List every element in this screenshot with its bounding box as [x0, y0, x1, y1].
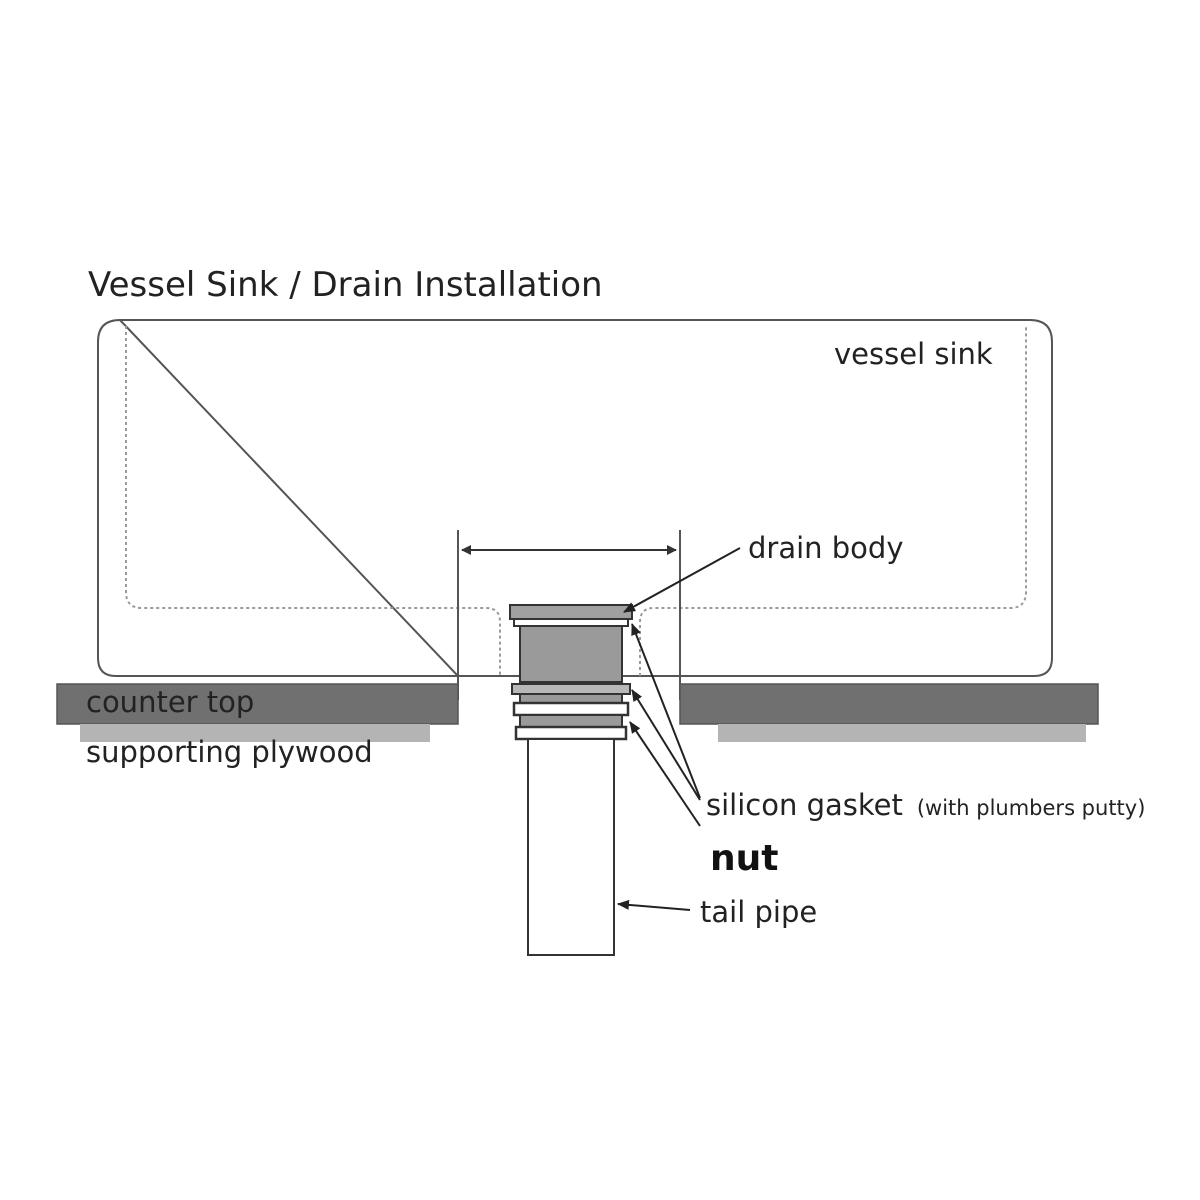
lower-gasket — [511, 683, 631, 695]
counter-top-left — [56, 683, 459, 725]
nut-leader — [629, 721, 701, 827]
nut-label: nut — [710, 838, 778, 879]
silicon-gasket-label: silicon gasket — [706, 788, 903, 822]
counter-top-label: counter top — [86, 685, 254, 719]
drain-body-leader — [623, 547, 741, 613]
vessel-sink-outline — [97, 318, 1053, 677]
supporting-plywood-label: supporting plywood — [86, 735, 373, 769]
silicon-gasket-note: (with plumbers putty) — [917, 796, 1146, 820]
supporting-plywood-right — [718, 724, 1086, 742]
tail-pipe-leader — [617, 899, 691, 911]
nut-bottom — [514, 725, 628, 741]
silicon-gasket-label-group: silicon gasket (with plumbers putty) — [706, 788, 1145, 822]
vessel-sink-label: vessel sink — [834, 337, 993, 371]
tail-pipe-label: tail pipe — [700, 895, 817, 929]
tail-pipe — [527, 738, 615, 956]
diagram-title: Vessel Sink / Drain Installation — [88, 265, 603, 305]
drain-body-flange — [509, 604, 633, 620]
vessel-sink-inner-bowl — [125, 326, 1027, 676]
nut-ring-lower — [519, 714, 623, 728]
drain-body — [519, 625, 623, 683]
nut-ring-middle — [512, 701, 630, 717]
nut-ring-upper — [519, 693, 623, 704]
upper-gasket — [513, 618, 629, 627]
supporting-plywood-left — [80, 724, 430, 742]
counter-top-right — [679, 683, 1099, 725]
drain-body-label: drain body — [748, 531, 903, 565]
gasket-leader-upper — [631, 623, 701, 799]
gasket-leader-lower — [631, 689, 701, 801]
